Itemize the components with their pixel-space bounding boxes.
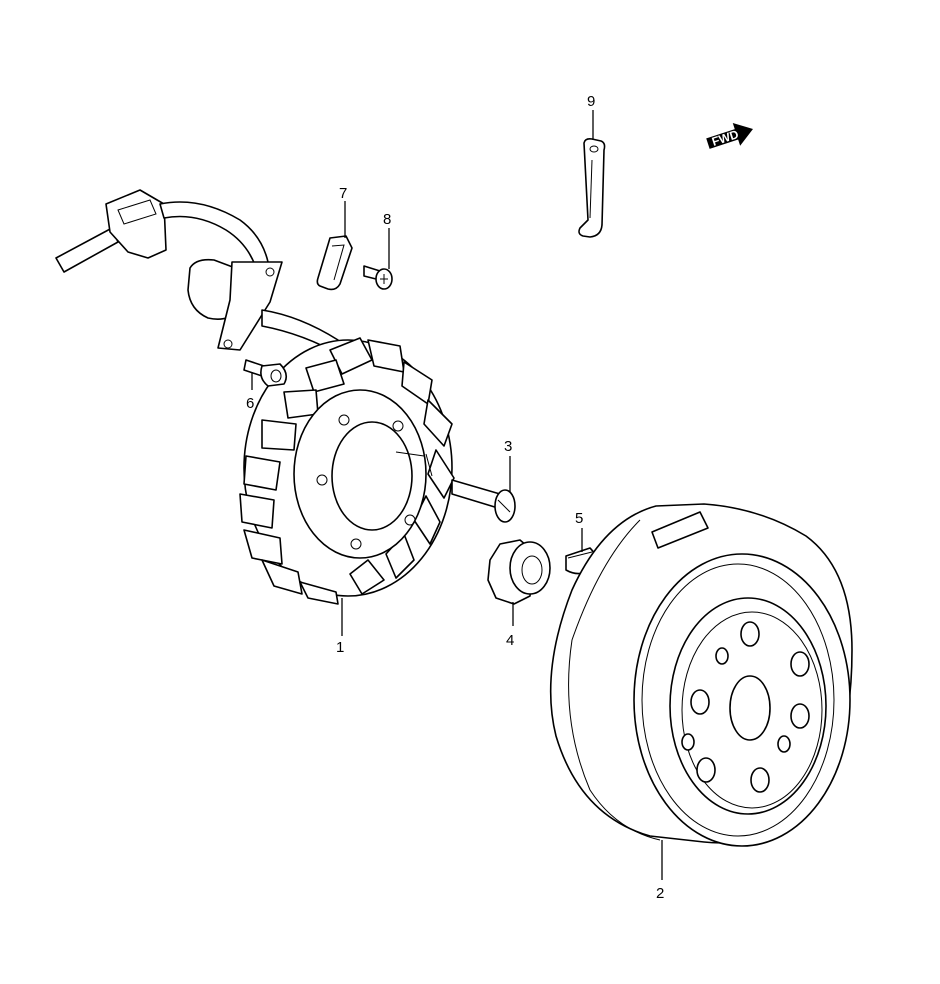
fwd-badge-text: FWD [710, 127, 741, 149]
label-3: 3 [504, 438, 512, 455]
label-7: 7 [339, 185, 347, 202]
part-6-screw [243, 359, 288, 387]
part-3-stator-bolt [451, 479, 516, 523]
label-2: 2 [656, 885, 664, 902]
label-5: 5 [575, 510, 583, 527]
label-8: 8 [383, 211, 391, 228]
part-4-rotor-nut [487, 539, 551, 605]
part-1-stator-coil [55, 189, 455, 605]
stator-coil-teeth [239, 337, 455, 605]
label-1: 1 [336, 639, 344, 656]
label-4: 4 [506, 632, 514, 649]
part-8-clamp-screw [363, 265, 393, 290]
part-7-wire-clamp [316, 235, 353, 291]
fwd-arrow-icon: FWD [706, 122, 753, 149]
label-6: 6 [246, 395, 254, 412]
part-2-flywheel-rotor [549, 503, 853, 847]
label-9: 9 [587, 93, 595, 110]
part-9-cable-clamp [578, 138, 606, 238]
